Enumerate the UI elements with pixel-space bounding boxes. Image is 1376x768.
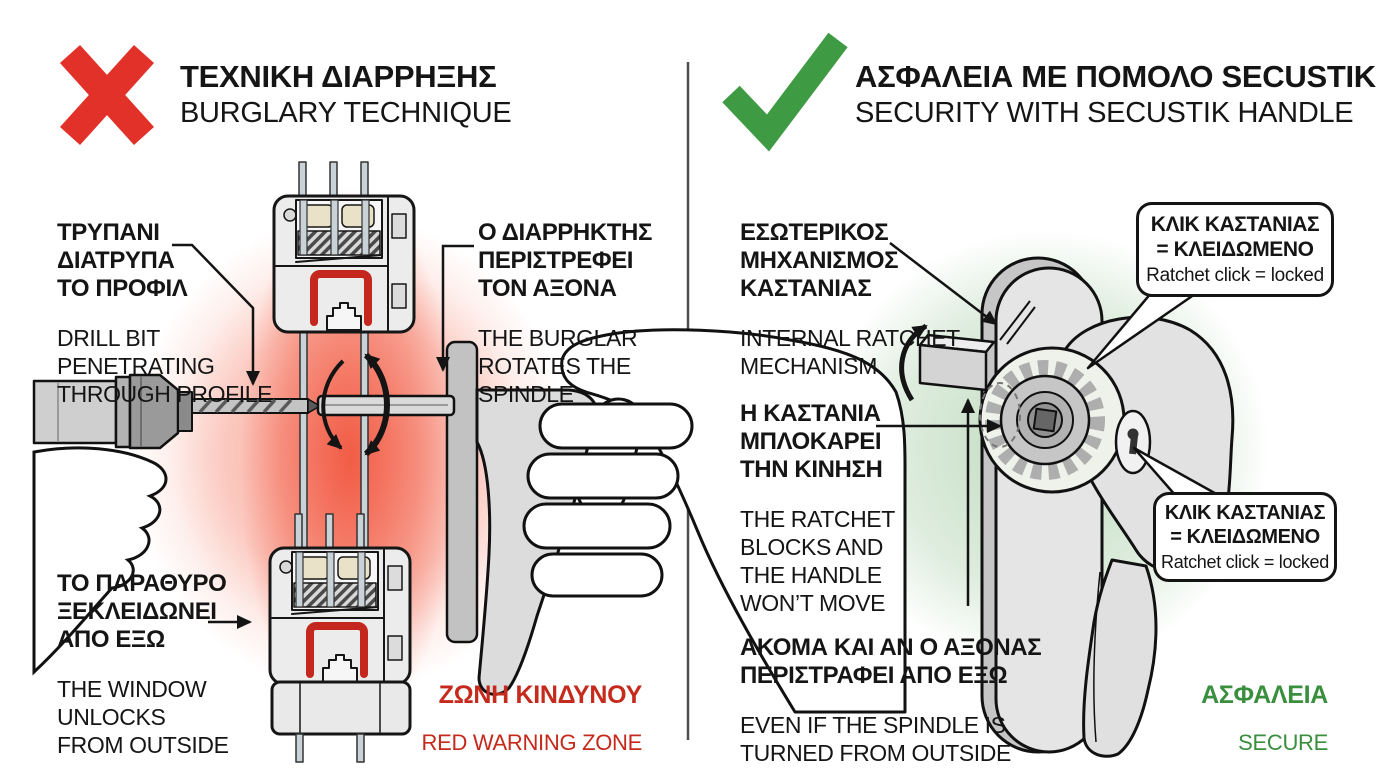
label-ratchet-blocks-english: THE RATCHET BLOCKS AND THE HANDLE WON’T … (740, 506, 895, 616)
label-drill-bit-english: DRILL BIT PENETRATING THROUGH PROFILE (57, 325, 273, 407)
label-spindle-turned-greek: ΑΚΟΜΑ ΚΑΙ ΑΝ Ο ΑΞΟΝΑΣ ΠΕΡΙΣΤΡΑΦΕΙ ΑΠΟ ΕΞ… (740, 634, 1042, 689)
secure-greek: ΑΣΦΑΛΕΙΑ (1201, 681, 1328, 709)
callout-top-greek: ΚΛΙΚ ΚΑΣΤΑΝΙΑΣ = ΚΛΕΙΔΩΜΕΝΟ (1150, 212, 1320, 261)
warning-zone-english: RED WARNING ZONE (421, 730, 643, 755)
label-internal-ratchet-english: INTERNAL RATCHET MECHANISM (740, 325, 960, 379)
right-panel-title: ΑΣΦΑΛΕΙΑ ΜΕ ΠΟΜΟΛΟ SECUSTIK SECURITY WIT… (855, 58, 1376, 130)
left-panel-title: ΤΕΧΝΙΚΗ ΔΙΑΡΡΗΞΗΣ BURGLARY TECHNIQUE (180, 58, 512, 130)
callout-top-english: Ratchet click = locked (1146, 264, 1324, 286)
label-window-unlocks-english: THE WINDOW UNLOCKS FROM OUTSIDE (57, 676, 229, 758)
handle-plate-illustration (445, 340, 479, 644)
callout-ratchet-click-top: ΚΛΙΚ ΚΑΣΤΑΝΙΑΣ = ΚΛΕΙΔΩΜΕΝΟ Ratchet clic… (1136, 202, 1334, 297)
label-ratchet-blocks-greek: Η ΚΑΣΤΑΝΙΑ ΜΠΛΟΚΑΡΕΙ ΤΗΝ ΚΙΝΗΣΗ (740, 400, 883, 483)
red-warning-zone-caption: ΖΩΝΗ ΚΙΝΔΥΝΟΥ RED WARNING ZONE (398, 662, 643, 768)
label-drill-bit: ΤΡΥΠΑΝΙ ΔΙΑΤΡΥΠΑ ΤΟ ΠΡΟΦΙΛ DRILL BIT PEN… (57, 201, 272, 426)
label-internal-ratchet: ΕΣΩΤΕΡΙΚΟΣ ΜΗΧΑΝΙΣΜΟΣ ΚΑΣΤΑΝΙΑΣ INTERNAL… (740, 201, 960, 398)
x-mark-icon (56, 40, 158, 150)
secure-english: SECURE (1238, 730, 1328, 755)
callout-ratchet-click-bottom: ΚΛΙΚ ΚΑΣΤΑΝΙΑΣ = ΚΛΕΙΔΩΜΕΝΟ Ratchet clic… (1153, 492, 1337, 582)
label-burglar-rotates-greek: Ο ΔΙΑΡΡΗΚΤΗΣ ΠΕΡΙΣΤΡΕΦΕΙ ΤΟΝ ΑΞΟΝΑ (478, 219, 652, 302)
label-internal-ratchet-greek: ΕΣΩΤΕΡΙΚΟΣ ΜΗΧΑΝΙΣΜΟΣ ΚΑΣΤΑΝΙΑΣ (740, 219, 899, 302)
left-title-english: BURGLARY TECHNIQUE (180, 97, 512, 129)
window-cross-section-illustration (270, 161, 416, 763)
secure-caption: ΑΣΦΑΛΕΙΑ SECURE (1118, 662, 1328, 768)
label-burglar-rotates: Ο ΔΙΑΡΡΗΚΤΗΣ ΠΕΡΙΣΤΡΕΦΕΙ ΤΟΝ ΑΞΟΝΑ THE B… (478, 201, 652, 426)
label-burglar-rotates-english: THE BURGLAR ROTATES THE SPINDLE (478, 325, 638, 407)
label-drill-bit-greek: ΤΡΥΠΑΝΙ ΔΙΑΤΡΥΠΑ ΤΟ ΠΡΟΦΙΛ (57, 219, 188, 302)
check-mark-icon (715, 28, 850, 158)
keyhole-icon (1114, 409, 1152, 475)
warning-zone-greek: ΖΩΝΗ ΚΙΝΔΥΝΟΥ (438, 681, 643, 709)
label-spindle-turned: ΑΚΟΜΑ ΚΑΙ ΑΝ Ο ΑΞΟΝΑΣ ΠΕΡΙΣΤΡΑΦΕΙ ΑΠΟ ΕΞ… (740, 616, 1042, 768)
right-title-greek: ΑΣΦΑΛΕΙΑ ΜΕ ΠΟΜΟΛΟ SECUSTIK (855, 59, 1376, 94)
callout-bottom-english: Ratchet click = locked (1161, 552, 1329, 572)
label-window-unlocks: ΤΟ ΠΑΡΑΘΥΡΟ ΞΕΚΛΕΙΔΩΝΕΙ ΑΠΟ ΕΞΩ THE WIND… (57, 552, 229, 768)
label-ratchet-blocks: Η ΚΑΣΤΑΝΙΑ ΜΠΛΟΚΑΡΕΙ ΤΗΝ ΚΙΝΗΣΗ THE RATC… (740, 382, 895, 635)
right-title-english: SECURITY WITH SECUSTIK HANDLE (855, 97, 1354, 129)
label-spindle-turned-english: EVEN IF THE SPINDLE IS TURNED FROM OUTSI… (740, 712, 1011, 766)
callout-bottom-greek: ΚΛΙΚ ΚΑΣΤΑΝΙΑΣ = ΚΛΕΙΔΩΜΕΝΟ (1164, 502, 1326, 548)
label-window-unlocks-greek: ΤΟ ΠΑΡΑΘΥΡΟ ΞΕΚΛΕΙΔΩΝΕΙ ΑΠΟ ΕΞΩ (57, 570, 227, 653)
left-title-greek: ΤΕΧΝΙΚΗ ΔΙΑΡΡΗΞΗΣ (180, 59, 497, 94)
